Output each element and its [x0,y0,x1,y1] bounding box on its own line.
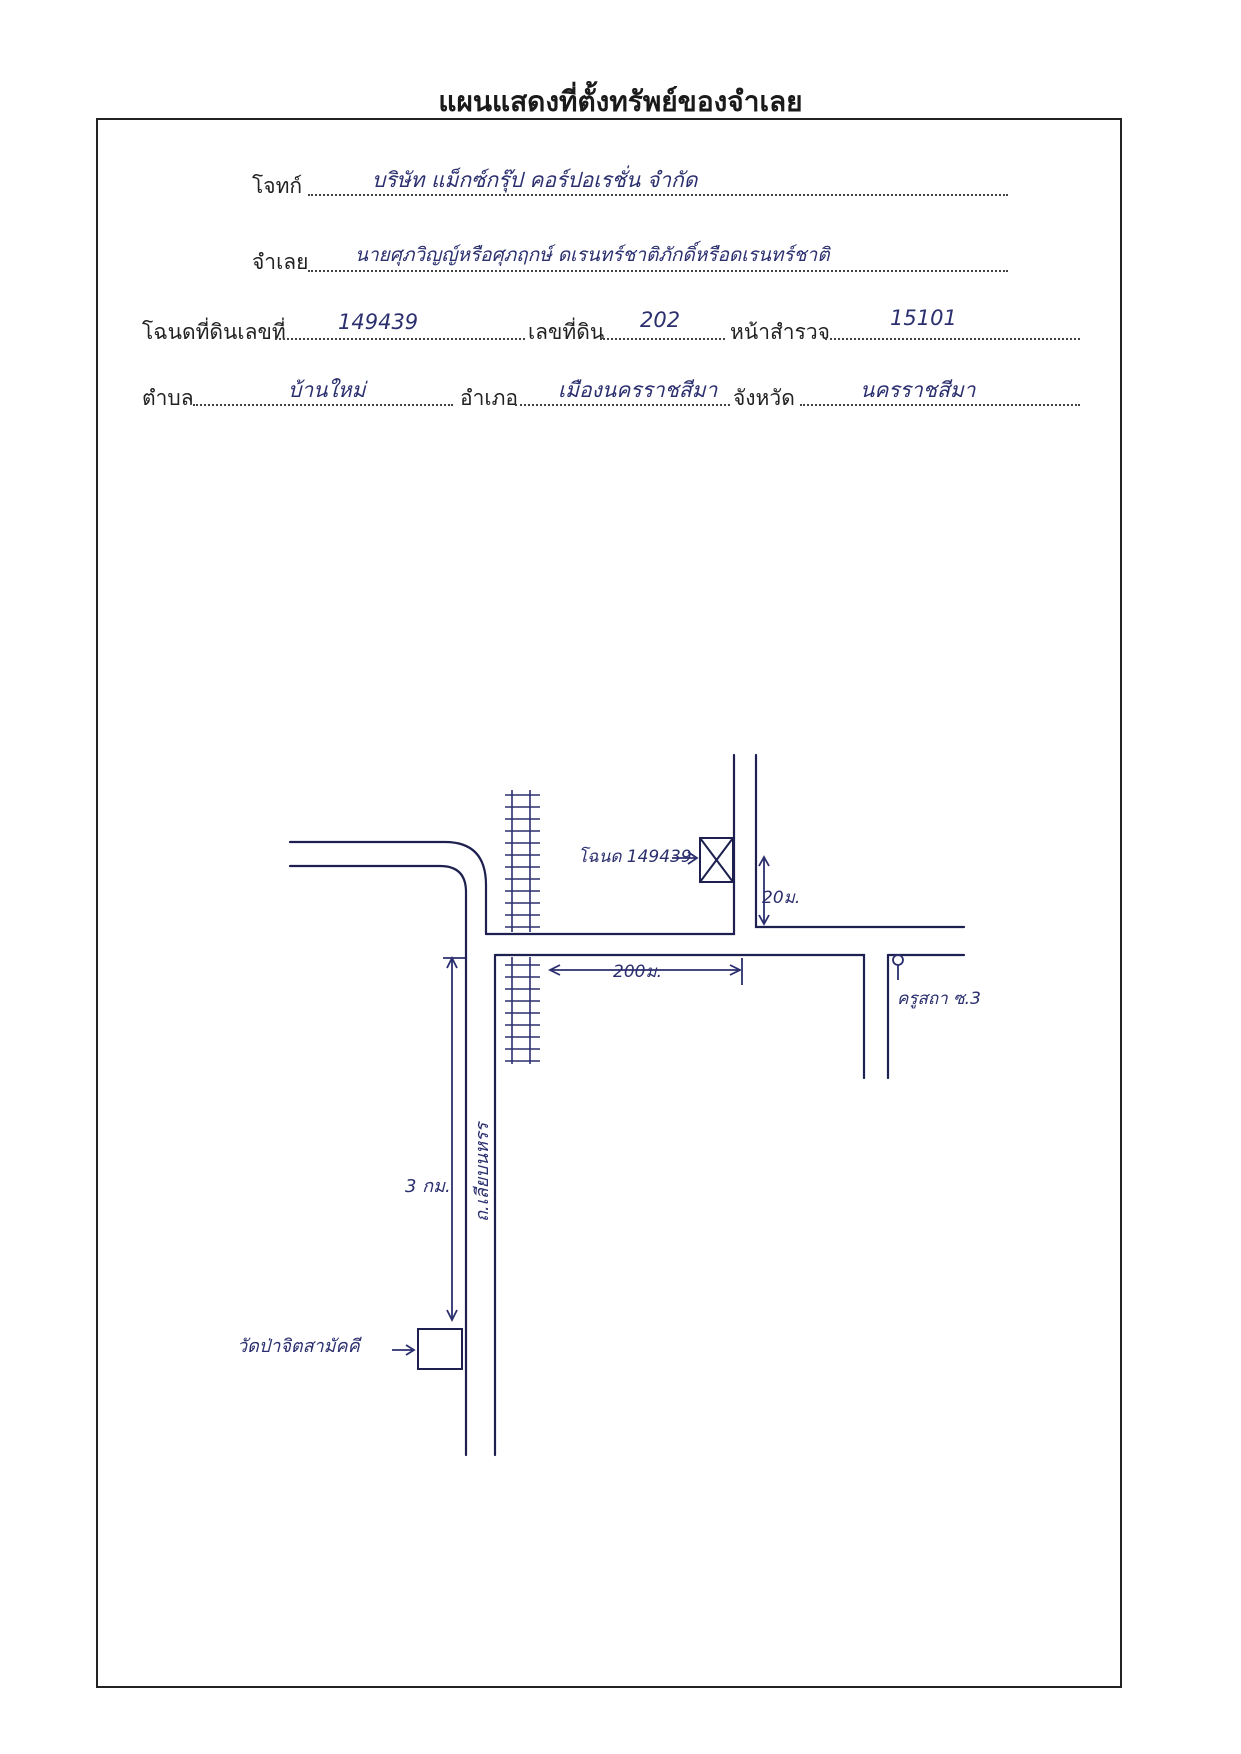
deed-label: โฉนดที่ดินเลขที่ [142,320,286,344]
railway-lower [505,957,540,1064]
distance-200m-label: 200ม. [613,962,662,982]
police-label: ครูสถา ซ.3 [897,989,981,1009]
curved-road-inner-edge [288,864,468,1457]
province-label: จังหวัด [733,386,795,410]
distance-200m-arrow [547,958,743,985]
police-pin-icon [892,954,904,980]
plaintiff-label: โจทก์ [252,174,303,198]
survey-value: 15101 [890,306,957,330]
deed-value: 149439 [338,310,419,334]
road-name-label: ถ.เลียบนหรร [472,1120,493,1222]
curved-road-outer-edge [288,840,488,936]
document-frame [96,118,1122,1688]
province-dotted-line [800,404,1080,406]
property-marker [699,837,734,883]
distance-3km-arrow [443,955,465,1323]
province-value: นครราชสีมา [860,378,976,402]
horizontal-road-bottom-edge [493,953,866,1080]
temple-marker [417,1328,463,1370]
distance-3km-label: 3 กม. [405,1176,451,1197]
deed-dotted-line [275,338,525,340]
subdistrict-value: บ้านใหม่ [288,378,366,402]
side-road-right-edge [754,753,966,929]
defendant-value: นายศุภวิญญ์หรือศุภฤกษ์ ดเรนทร์ชาติภักดิ์… [355,244,830,266]
defendant-label: จำเลย [252,250,309,274]
distance-20m-label: 20ม. [762,888,800,908]
property-pointer-arrow [672,851,699,865]
land-no-label: เลขที่ดิน [528,320,605,344]
temple-pointer-arrow [392,1344,416,1356]
survey-label: หน้าสำรวจ [730,320,830,344]
district-value: เมืองนครราชสีมา [558,378,718,402]
distance-20m-arrow [758,855,770,926]
defendant-dotted-line [308,270,1008,272]
subdistrict-dotted-line [193,404,453,406]
survey-dotted-line [825,338,1080,340]
page-title: แผนแสดงที่ตั้งทรัพย์ของจำเลย [438,85,803,118]
plaintiff-dotted-line [308,194,1008,196]
subdistrict-label: ตำบล [142,386,194,410]
railway-upper [505,790,540,932]
land-no-value: 202 [640,308,681,332]
property-marker-label: โฉนด 149439 [578,846,692,867]
district-label: อำเภอ [460,386,519,410]
horizontal-road-top-edge [484,753,736,936]
district-dotted-line [515,404,730,406]
plaintiff-value: บริษัท แม็กซ์กรุ๊ป คอร์ปอเรชั่น จำกัด [372,168,698,192]
temple-label: วัดป่าจิตสามัคคี [237,1336,363,1357]
land-no-dotted-line [600,338,725,340]
